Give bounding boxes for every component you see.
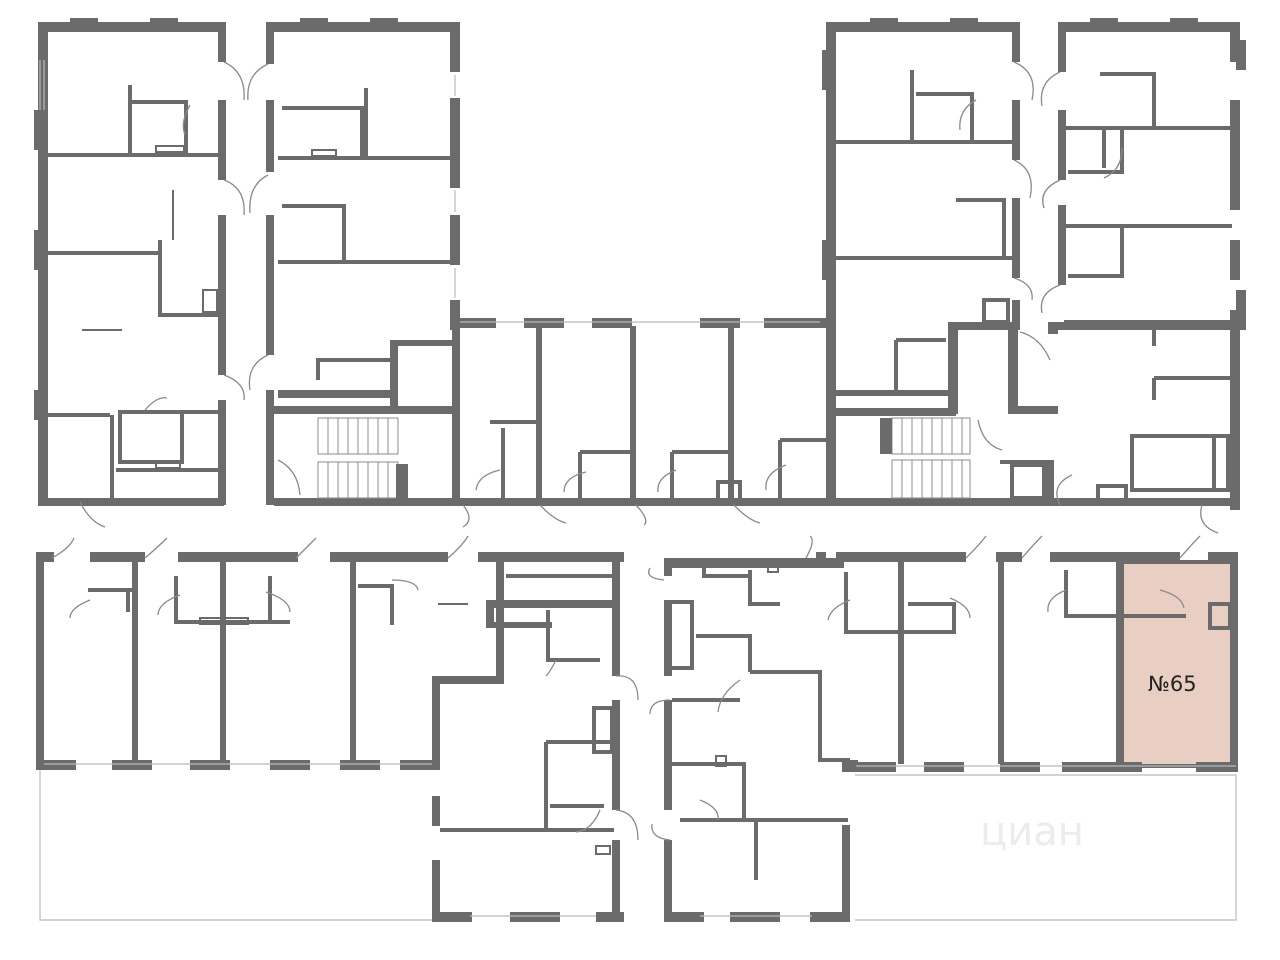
- stair-block-right: [836, 298, 1238, 534]
- stair-steps-right: [901, 418, 963, 498]
- wing-top-left: [34, 18, 460, 528]
- apartment-65-area[interactable]: [1120, 560, 1234, 768]
- stair-steps-left: [327, 418, 389, 498]
- terrace-outlines: [39, 770, 1237, 921]
- watermark: циан: [980, 809, 1084, 855]
- row-bottom-left: [36, 535, 624, 770]
- watermark-text: циан: [980, 809, 1084, 855]
- block-top-center: [456, 318, 836, 528]
- tower-bottom-right: [647, 558, 858, 922]
- apartment-65-label: №65: [1148, 672, 1197, 696]
- stair-block-left: [274, 320, 460, 506]
- row-bottom-right: [805, 535, 1238, 772]
- wing-top-right: [822, 18, 1246, 510]
- tower-bottom-left: [432, 558, 639, 922]
- apartment-65[interactable]: №65: [1120, 560, 1234, 768]
